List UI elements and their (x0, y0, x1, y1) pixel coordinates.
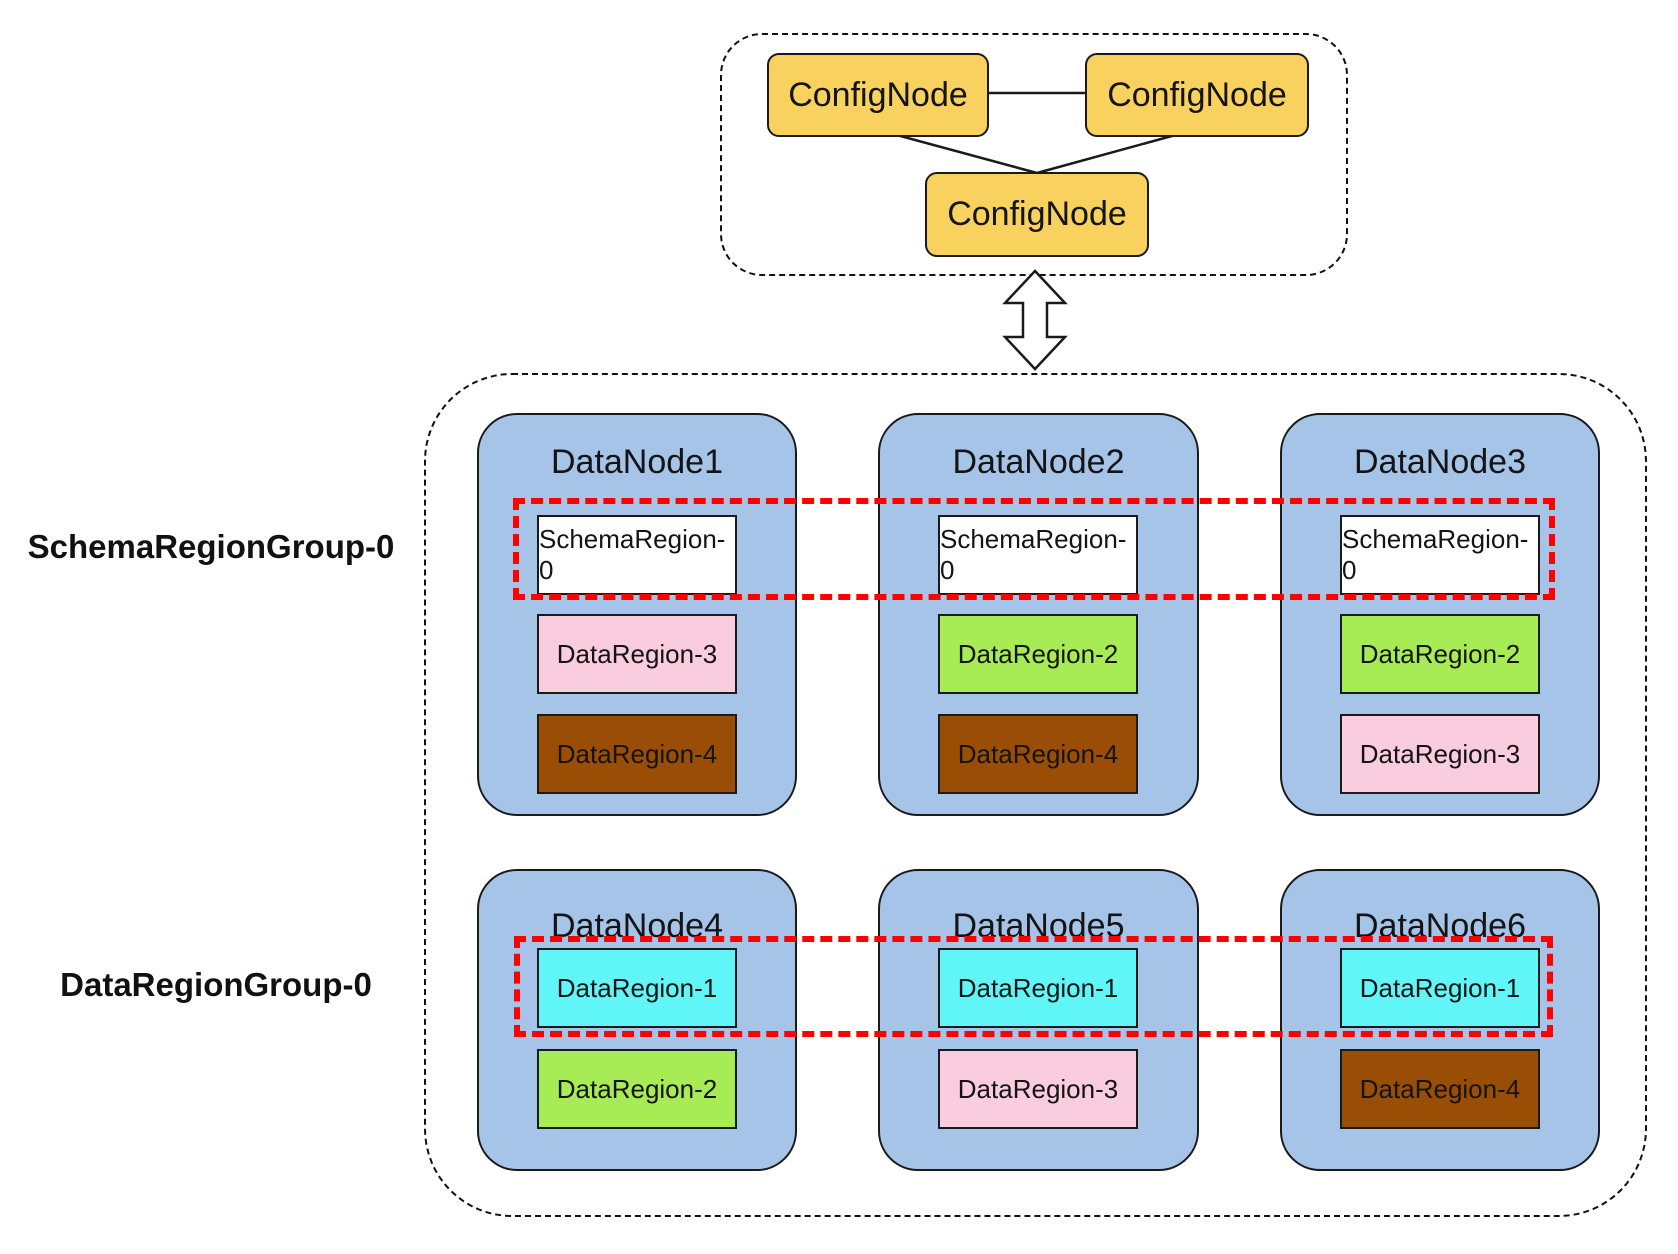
region-label: DataRegion-1 (1359, 972, 1521, 1003)
data-region-box: DataRegion-2 (537, 1049, 737, 1129)
region-label: DataRegion-3 (957, 1073, 1119, 1104)
region-label: DataRegion-1 (556, 972, 718, 1003)
data-region-box: DataRegion-2 (1340, 614, 1540, 694)
config-node: ConfigNode (767, 53, 989, 137)
data-node-3: DataNode3 SchemaRegion-0 DataRegion-2 Da… (1280, 413, 1600, 816)
data-node-title: DataNode5 (952, 907, 1125, 945)
region-label: DataRegion-3 (1359, 738, 1521, 769)
data-node-title: DataNode3 (1353, 443, 1526, 481)
data-node-title: DataNode2 (952, 443, 1125, 481)
data-region-group-label: DataRegionGroup-0 (60, 966, 372, 1003)
data-region-box: DataRegion-4 (938, 714, 1138, 794)
region-label: DataRegion-2 (957, 638, 1119, 669)
data-region-box: DataRegion-4 (1340, 1049, 1540, 1129)
region-label: DataRegion-1 (957, 972, 1119, 1003)
schema-region-group-label: SchemaRegionGroup-0 (27, 528, 395, 565)
data-region-box: DataRegion-1 (938, 948, 1138, 1028)
region-label: DataRegion-3 (556, 638, 718, 669)
data-region-box: DataRegion-1 (537, 948, 737, 1028)
double-arrow-icon (1002, 269, 1068, 371)
data-node-1: DataNode1 SchemaRegion-0 DataRegion-3 Da… (477, 413, 797, 816)
data-node-title: DataNode1 (550, 443, 723, 481)
data-node-title: DataNode4 (550, 907, 723, 945)
region-label: DataRegion-4 (957, 738, 1119, 769)
config-node-label: ConfigNode (947, 195, 1127, 233)
data-region-box: DataRegion-3 (1340, 714, 1540, 794)
region-label: SchemaRegion-0 (1342, 524, 1529, 585)
config-node-label: ConfigNode (1107, 75, 1287, 114)
schema-region-box: SchemaRegion-0 (938, 515, 1138, 595)
data-region-box: DataRegion-1 (1340, 948, 1540, 1028)
region-label: DataRegion-2 (1359, 638, 1521, 669)
region-label: SchemaRegion-0 (539, 524, 726, 585)
schema-region-box: SchemaRegion-0 (537, 515, 737, 595)
schema-region-box: SchemaRegion-0 (1340, 515, 1540, 595)
data-node-5: DataNode5 DataRegion-1 DataRegion-3 (878, 869, 1199, 1171)
region-label: DataRegion-4 (1359, 1073, 1521, 1104)
config-node: ConfigNode (925, 172, 1149, 257)
data-region-box: DataRegion-3 (537, 614, 737, 694)
data-cluster-container (424, 373, 1647, 1217)
data-node-title: DataNode6 (1353, 907, 1526, 945)
data-node-6: DataNode6 DataRegion-1 DataRegion-4 (1280, 869, 1600, 1171)
data-region-box: DataRegion-3 (938, 1049, 1138, 1129)
region-label: DataRegion-4 (556, 738, 718, 769)
data-node-2: DataNode2 SchemaRegion-0 DataRegion-2 Da… (878, 413, 1199, 816)
data-node-4: DataNode4 DataRegion-1 DataRegion-2 (477, 869, 797, 1171)
region-label: SchemaRegion-0 (940, 524, 1127, 585)
region-label: DataRegion-2 (556, 1073, 718, 1104)
config-node-label: ConfigNode (788, 75, 968, 114)
data-region-box: DataRegion-2 (938, 614, 1138, 694)
config-node: ConfigNode (1085, 53, 1309, 137)
data-region-box: DataRegion-4 (537, 714, 737, 794)
